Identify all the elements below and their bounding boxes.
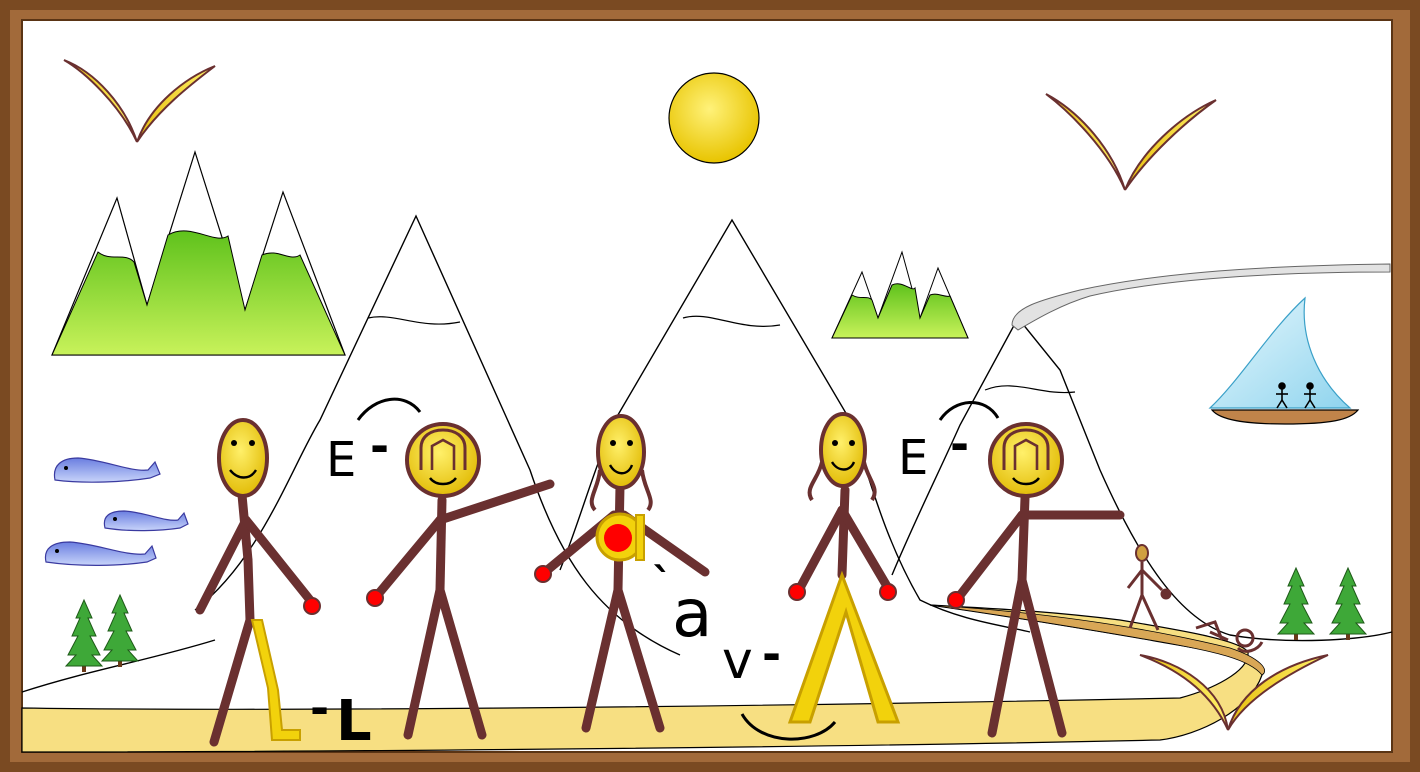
stick-figure-2 <box>366 422 555 740</box>
hand-dot <box>534 565 552 583</box>
whale-top <box>53 457 161 483</box>
label-v: v <box>722 631 753 691</box>
pine-tree <box>100 593 140 667</box>
arc-above-e-left <box>356 397 422 421</box>
green-mountains-left <box>51 150 346 356</box>
hand-dot <box>879 583 897 601</box>
hand-dot <box>947 591 965 609</box>
label-dash-l: - <box>310 681 329 735</box>
label-a: a <box>672 575 712 652</box>
hand-dot <box>366 589 384 607</box>
stick-figure-3 <box>534 414 710 733</box>
label-dash-e-right: - <box>950 417 969 471</box>
sun <box>668 72 760 164</box>
label-l: L <box>336 689 372 754</box>
label-dash-v: - <box>762 627 781 681</box>
pine-tree <box>1276 566 1316 640</box>
small-sign-marker <box>1195 620 1264 653</box>
hand-dot <box>788 583 806 601</box>
whale-bottom <box>44 541 157 566</box>
pine-tree <box>1328 566 1368 640</box>
bird-left <box>63 59 216 143</box>
pine-tree <box>64 598 104 672</box>
label-dash-a: ` <box>652 559 673 608</box>
sailboat <box>1208 296 1360 425</box>
small-walking-figure <box>1126 544 1172 631</box>
tiny-person-icon <box>1276 382 1316 409</box>
stick-figure-4 <box>787 412 901 724</box>
hand-dot <box>303 597 321 615</box>
label-e-right: E <box>898 430 928 486</box>
label-dash-e-left: - <box>370 419 389 473</box>
white-mountain-right <box>891 263 1393 642</box>
bird-right <box>1045 93 1217 191</box>
letter-a-badge <box>595 512 645 562</box>
arc-below-v <box>740 713 837 741</box>
stick-figure-5 <box>947 422 1125 738</box>
white-mountain-center <box>559 218 1031 633</box>
label-e-left: E <box>326 432 356 488</box>
stick-figure-1 <box>195 418 321 747</box>
whale-middle <box>103 510 189 532</box>
leaf-sprout <box>1139 654 1329 731</box>
sand-path <box>21 604 1265 753</box>
arc-above-e-right <box>938 401 1000 421</box>
green-mountains-right <box>831 250 969 339</box>
